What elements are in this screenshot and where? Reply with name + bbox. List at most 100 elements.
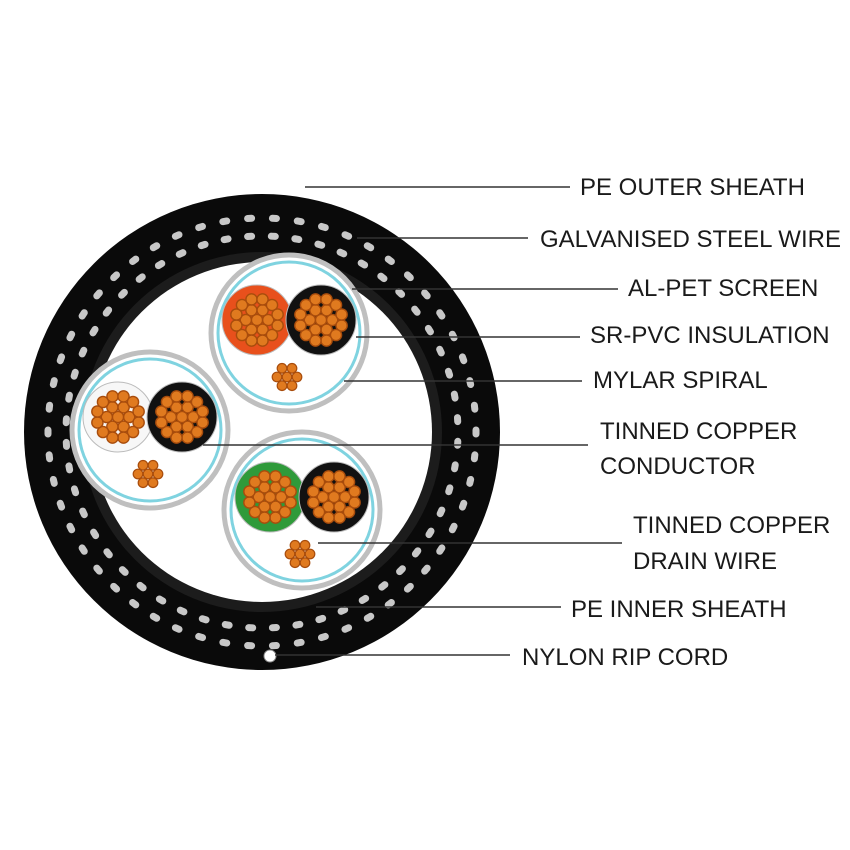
- mylar-spiral: [229, 437, 375, 583]
- copper-strand: [235, 328, 249, 342]
- copper-strand: [96, 395, 110, 409]
- armour-wire: [363, 612, 375, 622]
- core-b: [298, 461, 370, 533]
- armour-wire: [448, 522, 458, 534]
- copper-strand: [303, 313, 317, 327]
- armour-wire: [384, 255, 395, 265]
- drain-strand: [291, 371, 303, 383]
- copper-strand: [312, 475, 326, 489]
- drain-strand: [289, 539, 301, 551]
- copper-strand: [100, 410, 114, 424]
- copper-strand: [122, 410, 136, 424]
- armour-wire: [118, 566, 129, 576]
- label-sr-pvc-insulation: SR-PVC INSULATION: [590, 322, 830, 349]
- armour-wire: [470, 451, 479, 463]
- drain-strand: [276, 362, 288, 374]
- copper-strand: [258, 511, 271, 524]
- armour-wire: [448, 330, 458, 342]
- copper-strand: [230, 308, 243, 321]
- armour-wire: [377, 272, 388, 283]
- armour-wire: [89, 325, 99, 337]
- copper-strand: [307, 496, 320, 509]
- copper-strand: [269, 470, 282, 483]
- armour-wire: [336, 248, 348, 258]
- armour-wire: [466, 475, 475, 487]
- copper-strand: [322, 511, 335, 524]
- drain-strand: [281, 371, 293, 383]
- armour-wire: [396, 565, 406, 576]
- armour-wire: [195, 632, 207, 642]
- copper-strand: [348, 485, 361, 498]
- armour-wire: [154, 260, 166, 270]
- copper-strand: [278, 505, 292, 519]
- core-b: [285, 284, 357, 356]
- copper-strand: [329, 328, 343, 342]
- armour-wire: [337, 606, 349, 615]
- copper-strand: [294, 308, 307, 321]
- copper-strand: [320, 334, 333, 347]
- copper-strand: [132, 405, 145, 418]
- copper-strand: [294, 319, 307, 332]
- copper-strand: [190, 425, 204, 439]
- nylon-rip-cord: [263, 649, 277, 663]
- armour-wire: [70, 485, 80, 497]
- armour-wire: [93, 289, 103, 300]
- mylar-spiral: [216, 260, 362, 406]
- armour-wire: [93, 564, 103, 575]
- armour-wire: [110, 271, 121, 282]
- cable-body: [24, 194, 500, 670]
- copper-strand: [170, 431, 183, 444]
- copper-strand: [155, 405, 168, 418]
- copper-strand: [106, 390, 119, 403]
- armour-wire: [244, 232, 256, 241]
- label-tinned-copper-conductor: CONDUCTOR: [600, 453, 756, 480]
- copper-strand: [243, 496, 256, 509]
- core-a: [82, 381, 154, 453]
- tinned-copper-drain-wire: [271, 362, 303, 392]
- copper-strand: [248, 505, 262, 519]
- armour-wire: [293, 638, 305, 647]
- armour-wire: [149, 242, 161, 252]
- armour-wire: [198, 615, 210, 624]
- armour-wire: [421, 289, 431, 300]
- armour-wire: [403, 582, 414, 593]
- armour-wire: [221, 621, 233, 629]
- armour-wire: [197, 240, 209, 250]
- copper-strand: [181, 431, 194, 444]
- copper-strand: [265, 328, 279, 342]
- drain-strand: [299, 557, 311, 569]
- copper-strand: [342, 475, 356, 489]
- pair-top: [208, 252, 370, 414]
- pair-left: [69, 349, 231, 511]
- copper-strand: [333, 470, 346, 483]
- copper-strand: [299, 328, 313, 342]
- copper-strand: [186, 410, 200, 424]
- copper-strand: [126, 425, 140, 439]
- drain-strand: [286, 380, 298, 392]
- label-mylar-spiral: MYLAR SPIRAL: [593, 367, 768, 394]
- copper-strand: [307, 485, 320, 498]
- armour-wire: [268, 641, 280, 650]
- armour-wire: [78, 346, 88, 358]
- copper-strand: [96, 425, 110, 439]
- drain-strand: [304, 548, 316, 560]
- armour-wire: [65, 391, 73, 403]
- armour-wire: [56, 499, 66, 511]
- copper-strand: [271, 308, 284, 321]
- tinned-copper-drain-wire: [132, 459, 164, 489]
- copper-strand: [325, 313, 339, 327]
- copper-strand: [261, 313, 275, 327]
- tinned-copper-conductor: [294, 293, 348, 347]
- pair-bottom: [221, 429, 383, 591]
- copper-strand: [117, 390, 130, 403]
- tinned-copper-conductor: [91, 390, 145, 444]
- copper-strand: [196, 405, 209, 418]
- tinned-copper-conductor: [243, 470, 297, 524]
- drain-strand: [147, 477, 159, 489]
- armour-wire: [421, 564, 431, 575]
- core-b: [146, 381, 218, 453]
- copper-strand: [322, 470, 335, 483]
- copper-strand: [342, 505, 356, 519]
- armour-wire: [458, 499, 468, 511]
- armour-wire: [171, 624, 183, 633]
